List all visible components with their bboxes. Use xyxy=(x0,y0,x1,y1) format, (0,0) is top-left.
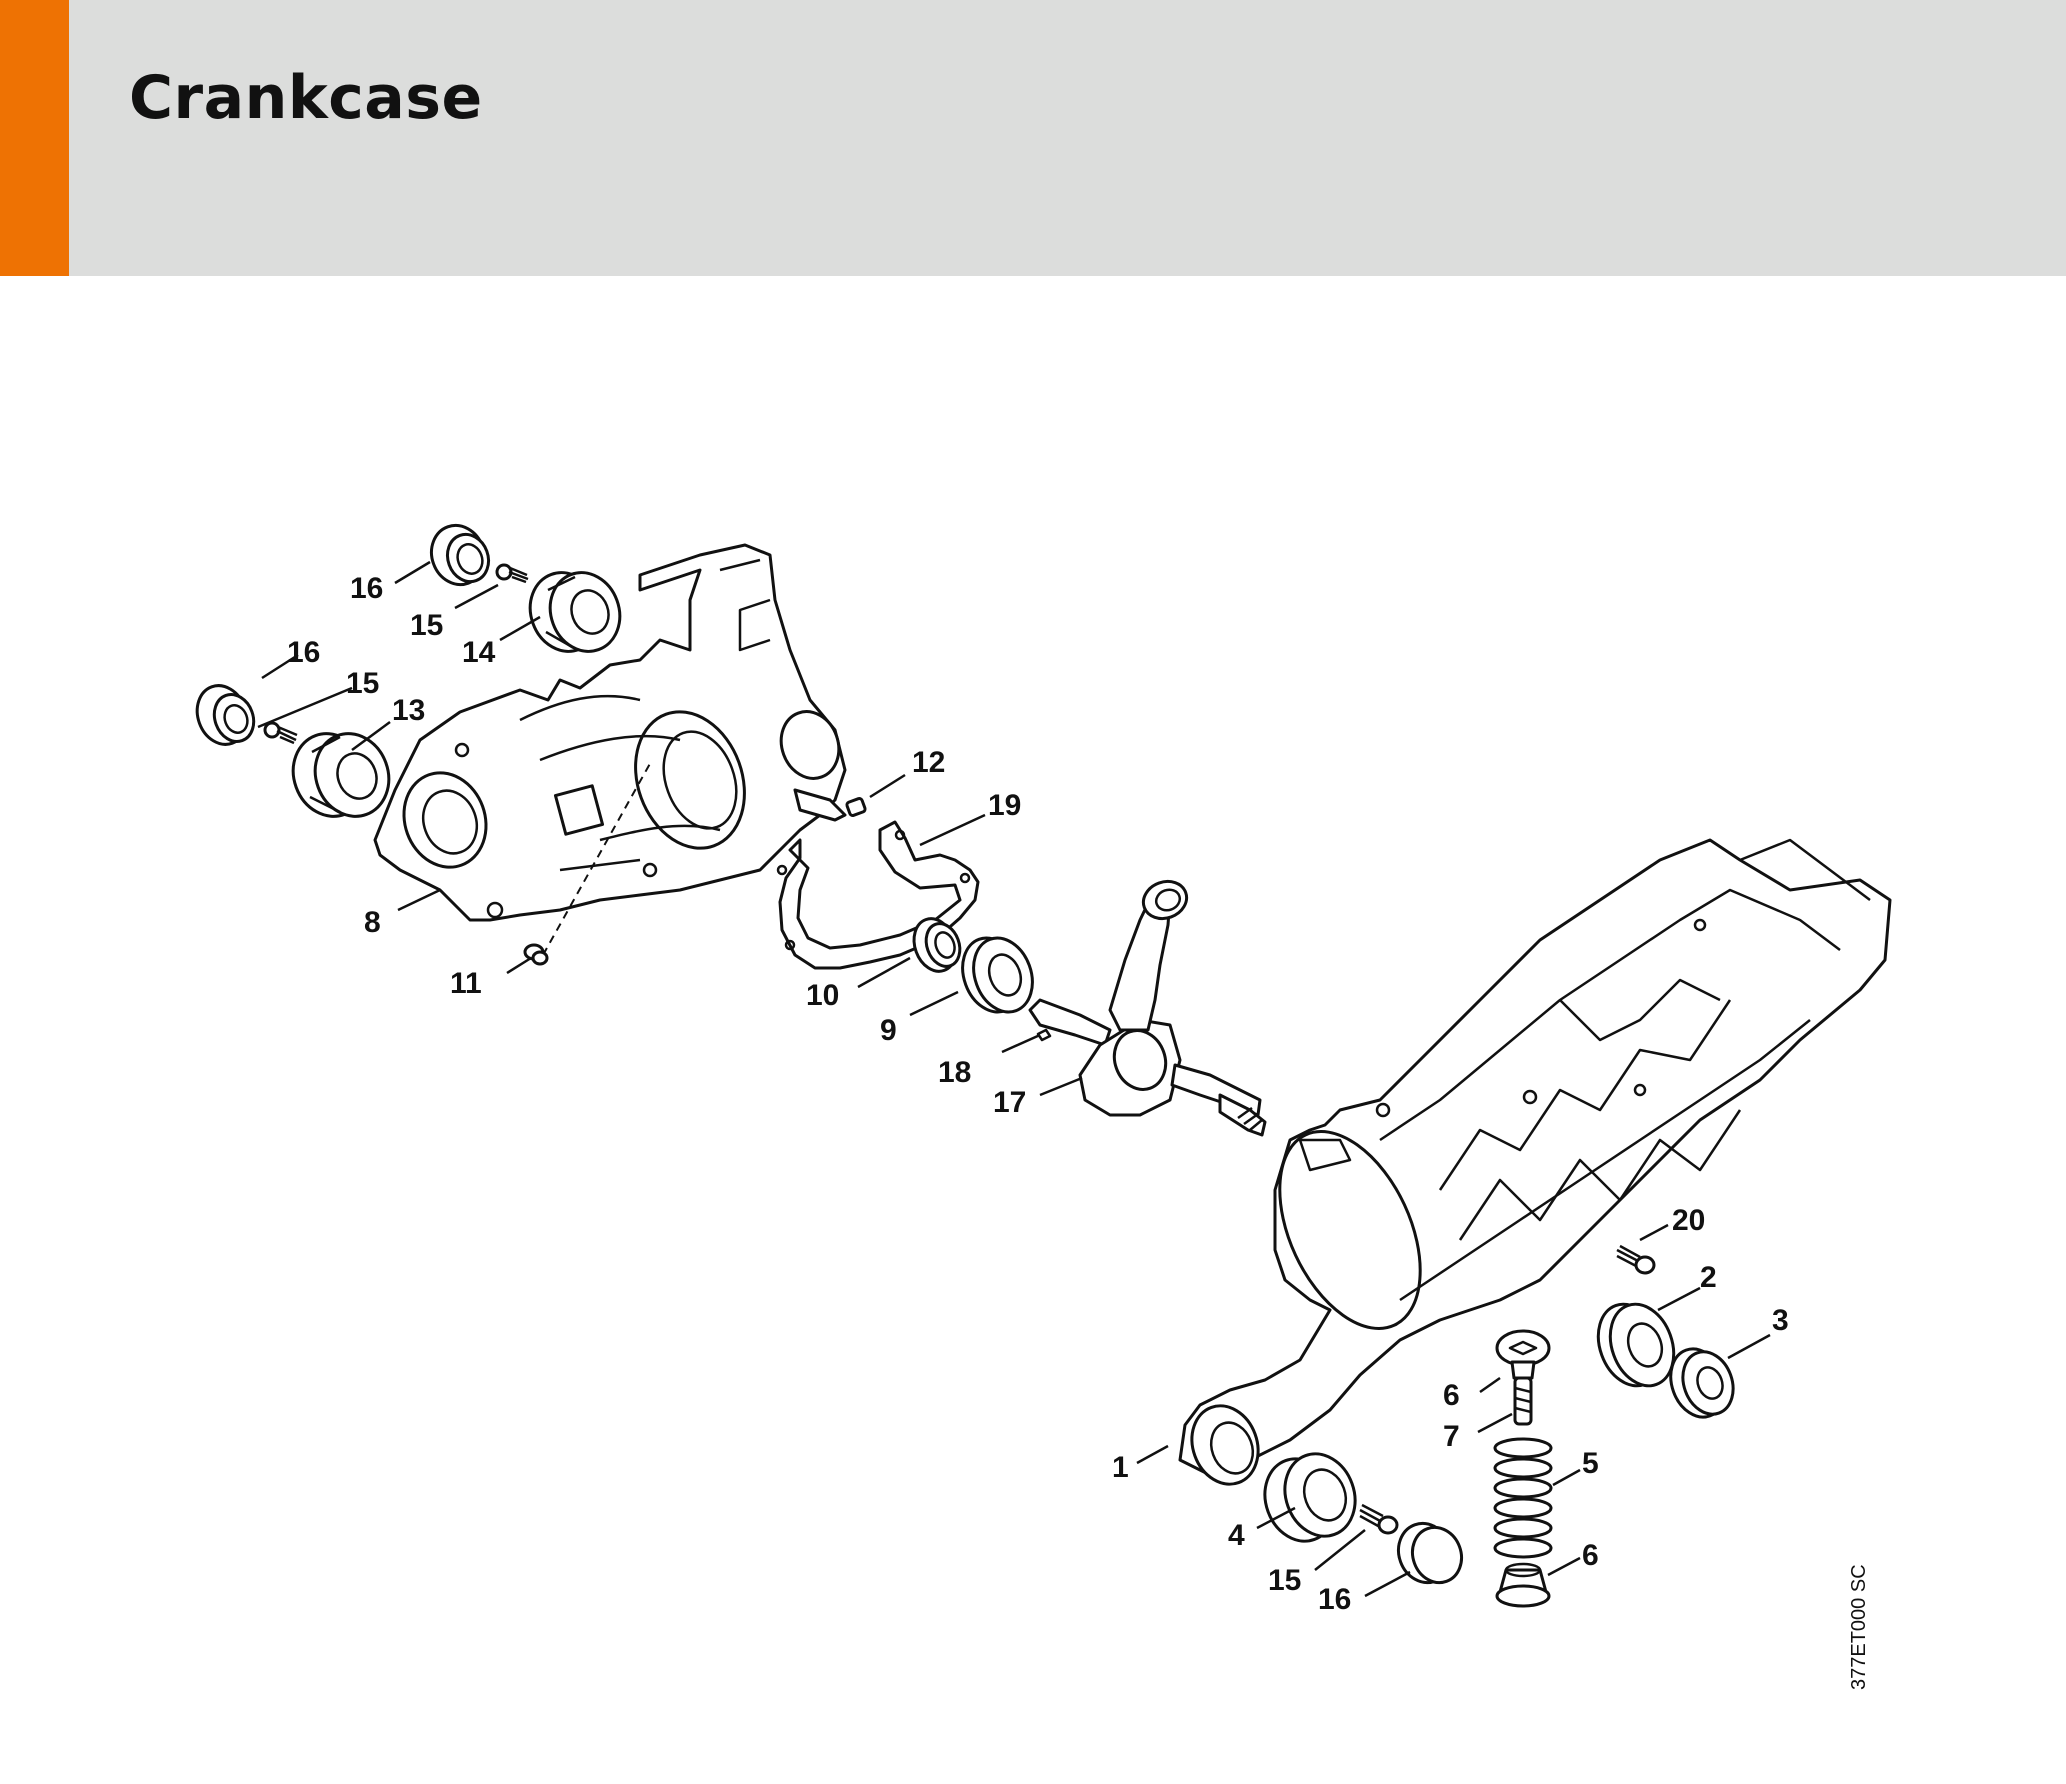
part-6-plug-lower xyxy=(1495,1562,1551,1608)
part-10-oil-seal xyxy=(912,917,962,973)
callout-5: 5 xyxy=(1582,1447,1599,1480)
part-6-plug-upper xyxy=(1495,1329,1551,1380)
callout-2: 2 xyxy=(1700,1261,1717,1294)
callout-16: 16 xyxy=(1318,1583,1351,1616)
part-15-screw-left xyxy=(263,721,298,745)
callout-labels: 16 15 14 16 15 13 12 19 8 11 10 9 18 17 … xyxy=(287,572,1789,1616)
callout-3: 3 xyxy=(1772,1304,1789,1337)
part-16-cap-lower xyxy=(1397,1521,1464,1585)
part-8-crankcase-half xyxy=(373,543,847,922)
part-7-screw xyxy=(1513,1376,1533,1426)
part-4-annular-buffer xyxy=(1263,1452,1357,1543)
callout-10: 10 xyxy=(806,979,839,1012)
part-16-cap-left xyxy=(195,684,256,746)
callout-16: 16 xyxy=(287,636,320,669)
part-1-crankcase-body xyxy=(1178,838,1892,1486)
part-17-crankshaft xyxy=(1028,879,1267,1137)
part-11-screw xyxy=(523,943,549,966)
callout-15: 15 xyxy=(1268,1564,1301,1597)
callout-18: 18 xyxy=(938,1056,971,1089)
callout-17: 17 xyxy=(993,1086,1026,1119)
accent-stripe xyxy=(0,0,69,276)
callout-6: 6 xyxy=(1443,1379,1460,1412)
callout-6: 6 xyxy=(1582,1539,1599,1572)
callout-4: 4 xyxy=(1228,1519,1245,1552)
callout-15: 15 xyxy=(410,609,443,642)
part-5-spring xyxy=(1493,1437,1553,1559)
part-18-key xyxy=(1036,1028,1052,1042)
header-bar: Crankcase xyxy=(0,0,2066,276)
part-20-screw xyxy=(1616,1244,1656,1275)
part-2-ball-bearing xyxy=(1596,1302,1676,1388)
part-13-annular-buffer xyxy=(291,732,391,818)
callout-1: 1 xyxy=(1112,1451,1129,1484)
assembly-dash-line xyxy=(542,759,653,956)
part-15-screw-upper xyxy=(495,563,529,584)
part-14-annular-buffer xyxy=(528,571,622,653)
drawing-reference-code: 377ET000 SC xyxy=(1848,1564,1870,1690)
part-12-sleeve xyxy=(845,797,867,817)
callout-20: 20 xyxy=(1672,1204,1705,1237)
part-16-cap-upper xyxy=(430,523,491,587)
callout-12: 12 xyxy=(912,746,945,779)
callout-8: 8 xyxy=(364,906,381,939)
callout-16: 16 xyxy=(350,572,383,605)
part-3-oil-seal xyxy=(1669,1347,1735,1419)
callout-11: 11 xyxy=(450,967,482,1000)
callout-13: 13 xyxy=(392,694,425,727)
callout-19: 19 xyxy=(988,789,1021,822)
callout-15: 15 xyxy=(346,667,379,700)
leader-lines xyxy=(257,560,1771,1598)
callout-7: 7 xyxy=(1443,1420,1460,1453)
part-15-screw-lower xyxy=(1359,1503,1399,1535)
callout-9: 9 xyxy=(880,1014,897,1047)
part-9-ball-bearing xyxy=(961,936,1034,1014)
page-title: Crankcase xyxy=(129,63,483,133)
callout-14: 14 xyxy=(462,636,496,669)
